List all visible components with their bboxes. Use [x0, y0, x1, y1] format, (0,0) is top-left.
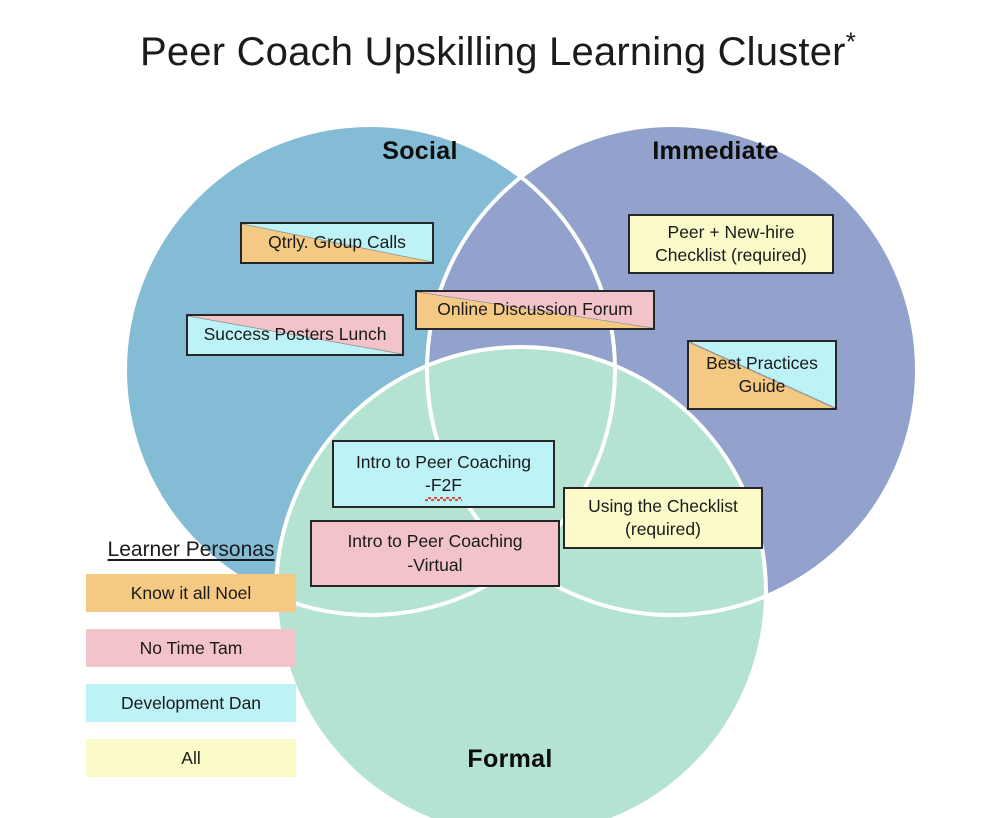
item-label-qtrly-group-calls: Qtrly. Group Calls	[268, 232, 406, 253]
venn-outline-immediate	[425, 123, 919, 617]
legend-item-3[interactable]: All	[86, 739, 296, 777]
spellcheck-squiggle: -F2F	[425, 474, 462, 502]
item-label-intro-peer-coaching-f2f: Intro to Peer Coaching-F2F	[356, 451, 531, 502]
venn-label-immediate: Immediate	[652, 137, 779, 165]
page-title-text: Peer Coach Upskilling Learning Cluster	[139, 30, 846, 74]
legend: Learner Personas Know it all Noel No Time…	[86, 538, 296, 794]
item-box-intro-peer-coaching-f2f[interactable]: Intro to Peer Coaching-F2F	[332, 440, 555, 508]
item-box-intro-peer-coaching-virtual[interactable]: Intro to Peer Coaching-Virtual	[310, 520, 560, 587]
venn-label-social: Social	[382, 137, 458, 165]
item-box-using-the-checklist[interactable]: Using the Checklist(required)	[563, 487, 763, 549]
page-title: Peer Coach Upskilling Learning Cluster*	[0, 26, 996, 75]
item-label-success-posters-lunch: Success Posters Lunch	[203, 324, 387, 345]
venn-label-formal: Formal	[467, 745, 553, 773]
item-box-qtrly-group-calls[interactable]: Qtrly. Group Calls	[240, 222, 434, 264]
legend-title: Learner Personas	[107, 538, 275, 561]
legend-item-1[interactable]: No Time Tam	[86, 629, 296, 667]
title-asterisk: *	[845, 26, 857, 57]
item-label-intro-peer-coaching-virtual: Intro to Peer Coaching-Virtual	[347, 531, 523, 575]
item-label-online-discussion-forum: Online Discussion Forum	[437, 299, 633, 320]
item-label-using-the-checklist: Using the Checklist(required)	[588, 495, 738, 539]
legend-item-2[interactable]: Development Dan	[86, 684, 296, 722]
venn-outline-social	[123, 123, 617, 617]
item-box-online-discussion-forum[interactable]: Online Discussion Forum	[415, 290, 655, 330]
legend-item-0[interactable]: Know it all Noel	[86, 574, 296, 612]
item-box-success-posters-lunch[interactable]: Success Posters Lunch	[186, 314, 404, 356]
